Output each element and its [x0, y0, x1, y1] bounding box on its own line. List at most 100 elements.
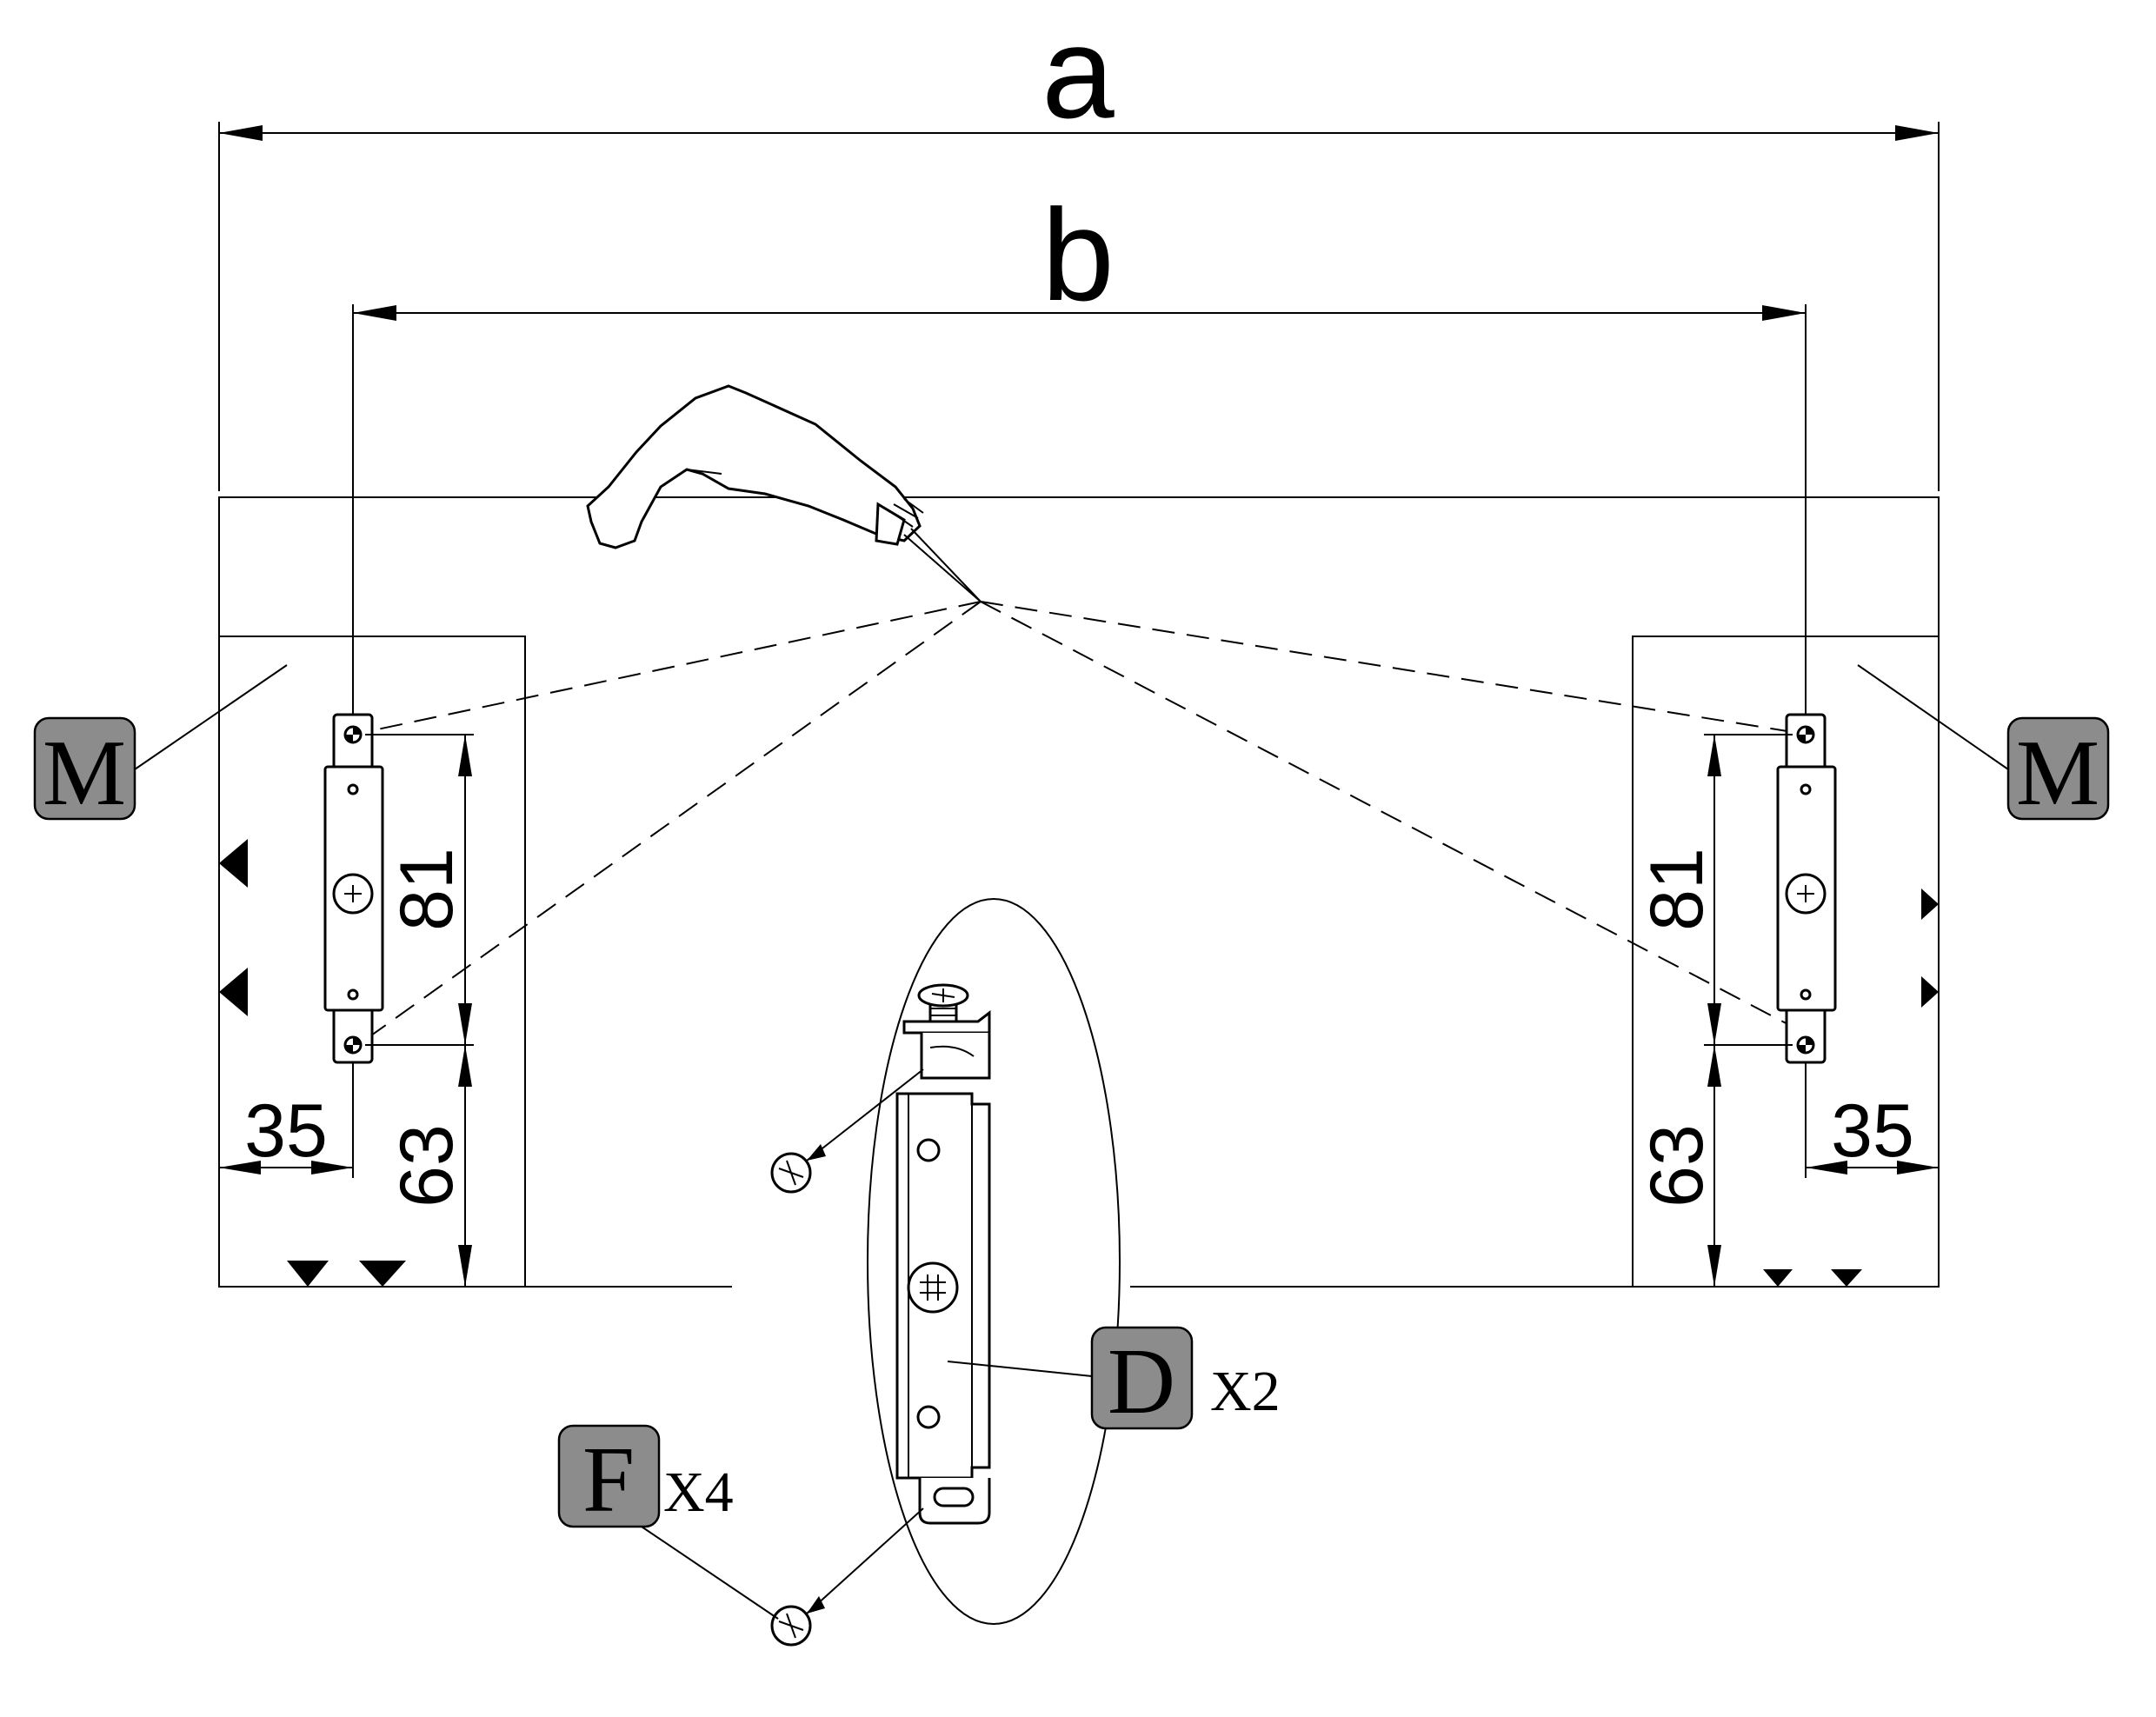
- arrow-head: [1707, 735, 1721, 776]
- arrow-head: [1762, 305, 1806, 321]
- detail-callout: [770, 898, 1121, 1647]
- cam-screw-cross: [1797, 885, 1814, 902]
- leader-line: [947, 1361, 1093, 1377]
- drill-body: [586, 384, 922, 549]
- screw-label: F X4: [557, 1424, 779, 1620]
- dimension-b: b: [352, 182, 1807, 717]
- arrow-head: [311, 1161, 353, 1175]
- part-badge: [557, 1424, 661, 1528]
- arrow-head: [807, 1144, 826, 1161]
- edge-mark: [219, 968, 248, 1016]
- arrow-head: [1707, 1003, 1721, 1045]
- arrow-head: [353, 305, 396, 321]
- slot-hole: [347, 783, 359, 795]
- screw-leader: [806, 1507, 924, 1614]
- leader-line: [638, 1524, 779, 1620]
- slot-hole: [1800, 783, 1812, 795]
- edge-mark: [1763, 1269, 1793, 1287]
- arrow-head: [458, 1245, 472, 1287]
- drill-point-mark: [345, 1045, 353, 1053]
- screw-cross: [778, 1613, 804, 1639]
- drill-guide-line: [364, 601, 982, 733]
- edge-mark: [219, 839, 248, 888]
- arrow-head: [1895, 125, 1939, 141]
- screw-quantity: X4: [663, 1461, 734, 1524]
- drill-point-mark: [1798, 1045, 1806, 1053]
- arrow-head: [458, 735, 472, 776]
- part-letter-m: M: [2016, 722, 2099, 825]
- right-dimension-35: 35: [1831, 1089, 1914, 1173]
- cam-screw-cross: [920, 1274, 946, 1301]
- leader-line: [1857, 664, 2009, 770]
- drill-point-mark: [1798, 735, 1806, 742]
- left-dimensions: 81 63 35: [219, 734, 474, 1287]
- edge-mark: [1921, 976, 1939, 1008]
- left-dimension-63: 63: [385, 1124, 469, 1208]
- panel-label-right: M: [1857, 664, 2110, 825]
- drill-guide-lines: [364, 601, 1793, 1041]
- arrow-head: [1707, 1245, 1721, 1287]
- edge-mark: [1831, 1269, 1862, 1287]
- drill-chuck-rings: [889, 498, 924, 528]
- bracket-left: [323, 713, 384, 1064]
- screw-threads: [930, 1008, 956, 1016]
- slot-hole: [916, 1138, 941, 1162]
- panel-label-left: M: [33, 664, 288, 825]
- right-dimensions: 81 63 35: [1635, 734, 1939, 1287]
- screw-icon: [770, 1068, 924, 1194]
- bracket-right: [1776, 713, 1837, 1064]
- screw-leader: [806, 1068, 924, 1161]
- bracket-icon: [895, 983, 991, 1525]
- part-badge: [1090, 1326, 1194, 1430]
- leader-line: [134, 664, 288, 770]
- side-panel-right: [1632, 636, 1940, 1288]
- drill-point-mark: [345, 735, 353, 742]
- slot-hole: [347, 988, 359, 1001]
- cam-screw: [907, 1261, 959, 1314]
- slot-hole: [1800, 988, 1812, 1001]
- drill-point-mark: [353, 727, 361, 735]
- edge-mark: [1921, 888, 1939, 920]
- screw-head-cross: [931, 988, 955, 1002]
- arrow-head: [807, 1596, 825, 1614]
- slot-hole: [916, 1405, 941, 1429]
- drill-trigger: [660, 468, 722, 488]
- arrow-head: [219, 125, 263, 141]
- bracket-hook: [920, 1033, 991, 1080]
- right-dimension-81: 81: [1635, 848, 1719, 931]
- drill-point-mark: [1806, 1037, 1813, 1045]
- side-panel-left: [218, 636, 526, 1288]
- cam-screw-cross: [344, 885, 362, 902]
- arrow-head: [458, 1045, 472, 1087]
- left-dimension-81: 81: [385, 848, 469, 931]
- bracket-bottom-slot: [933, 1487, 975, 1507]
- arrow-head: [458, 1003, 472, 1045]
- dimension-a: a: [218, 0, 1940, 491]
- right-dimension-63: 63: [1635, 1124, 1719, 1208]
- screw-cross: [778, 1160, 804, 1186]
- bracket-hook-slot: [929, 1045, 975, 1057]
- part-badge: [33, 716, 136, 821]
- edge-mark: [287, 1261, 329, 1287]
- part-letter-d: D: [1108, 1330, 1175, 1434]
- arrow-head: [1897, 1161, 1939, 1175]
- drill-point-mark: [1806, 727, 1813, 735]
- dimension-a-label: a: [1041, 0, 1115, 145]
- screw-icon: [770, 1507, 924, 1647]
- edge-mark: [359, 1261, 406, 1287]
- arrow-head: [1707, 1045, 1721, 1087]
- drill-guide-line: [980, 601, 1793, 733]
- bracket-quantity: X2: [1210, 1360, 1281, 1423]
- detail-ellipse: [867, 898, 1121, 1625]
- drill-guide-line: [364, 601, 982, 1041]
- arrow-head: [1806, 1161, 1847, 1175]
- left-dimension-35: 35: [244, 1089, 328, 1173]
- part-badge: [2006, 716, 2110, 821]
- drill-bit: [903, 534, 982, 602]
- part-letter-m: M: [43, 722, 126, 825]
- drill-point-mark: [353, 1037, 361, 1045]
- arrow-head: [219, 1161, 261, 1175]
- dimension-b-label: b: [1041, 182, 1114, 328]
- bracket-label: D X2: [947, 1326, 1281, 1434]
